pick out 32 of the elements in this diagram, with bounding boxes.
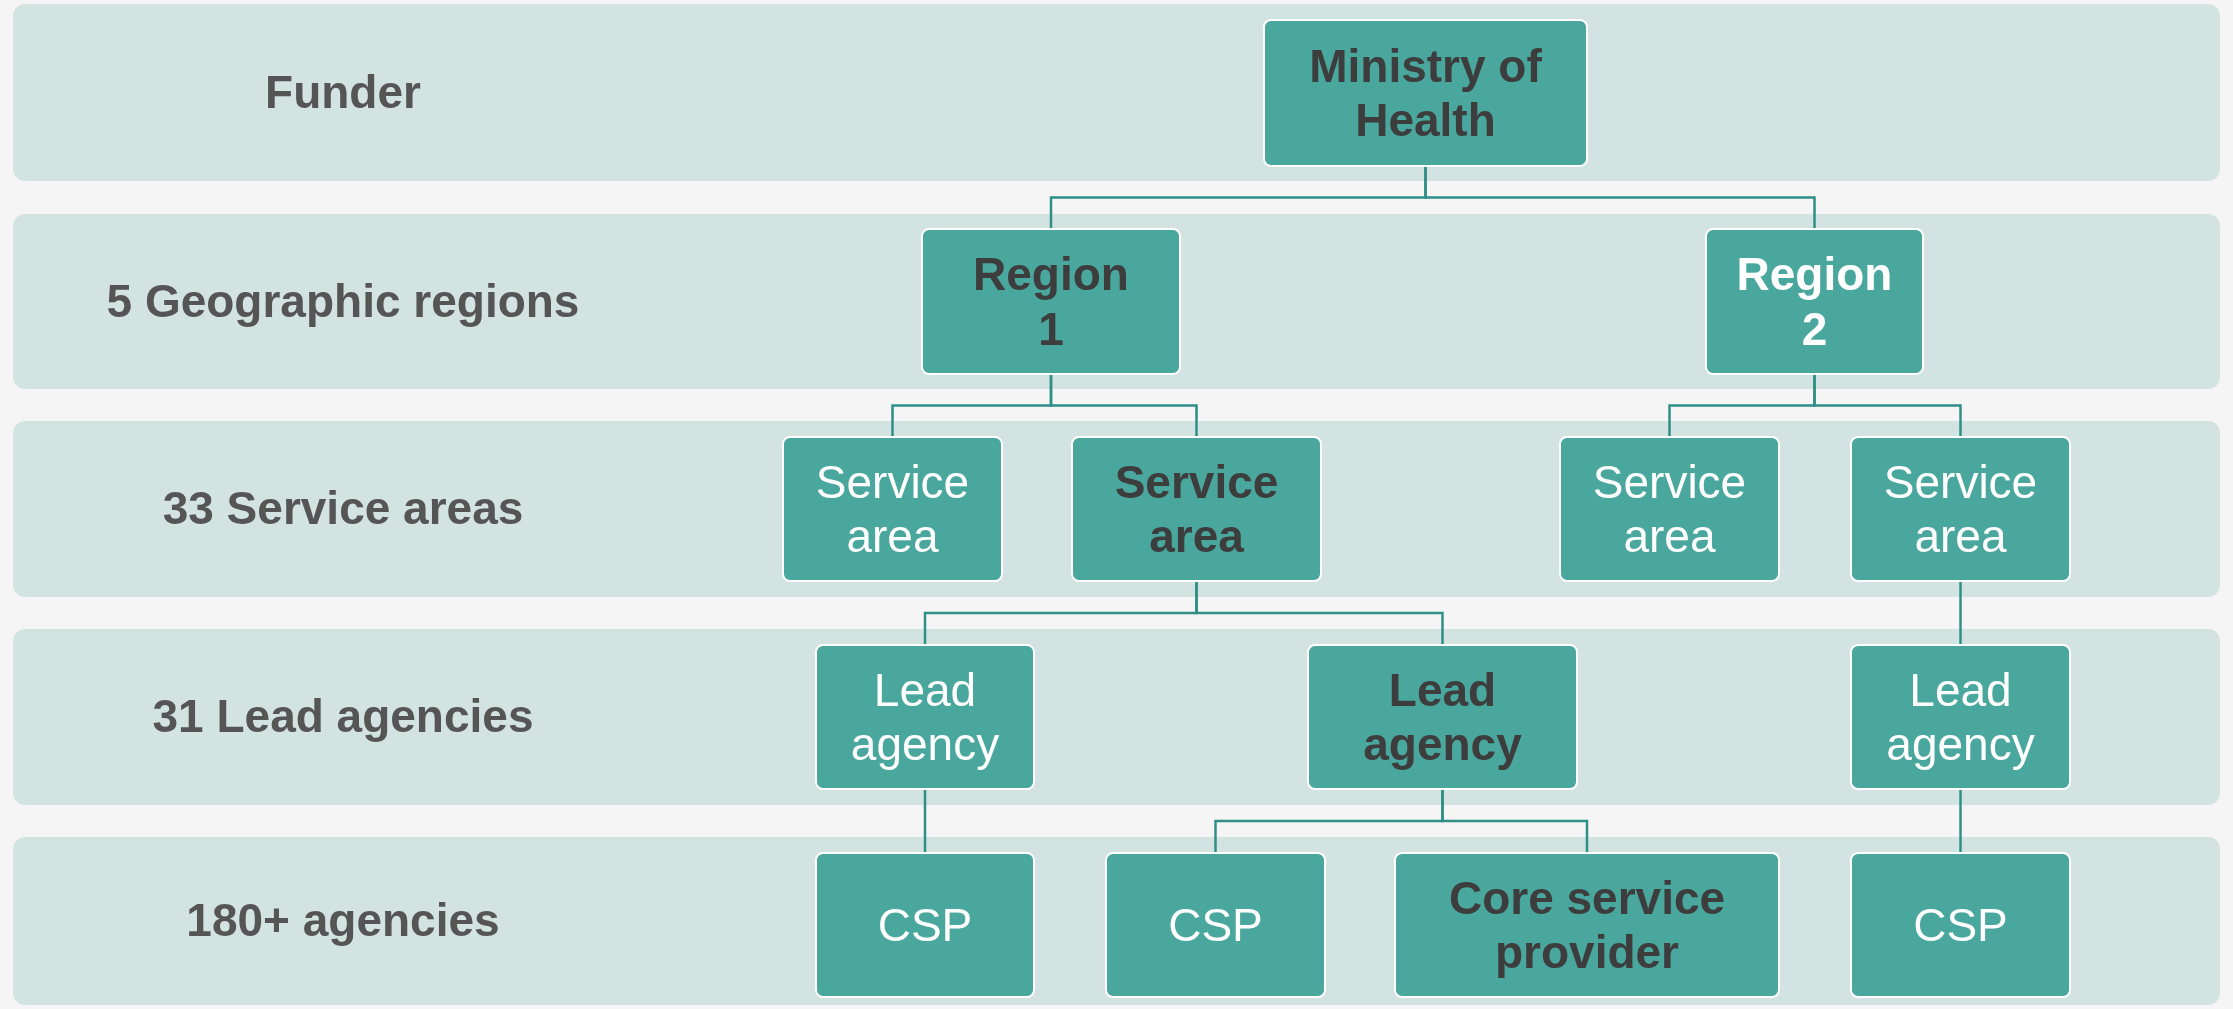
org-box: Region 2 [1705,228,1924,375]
connector-line [1049,375,1198,436]
connector-line [1441,790,1589,852]
tier-label: 5 Geographic regions [105,273,581,329]
org-box: Region 1 [921,228,1181,375]
org-box: Lead agency [815,644,1035,790]
org-box: Lead agency [1850,644,2071,790]
connector-line [1195,582,1444,644]
org-box: Service area [1559,436,1780,582]
tier-band [13,4,2220,181]
connector-line [1424,167,1816,228]
connector-line [923,790,927,852]
org-box: Ministry of Health [1263,19,1588,167]
tier-band [13,214,2220,389]
org-box: CSP [1850,852,2071,998]
tier-band [13,837,2220,1005]
org-box: Service area [1850,436,2071,582]
org-box: Lead agency [1307,644,1578,790]
org-box: CSP [815,852,1035,998]
connector-line [1959,582,1962,644]
tier-label: Funder [264,64,422,120]
tier-band [13,421,2220,597]
org-box: Core service provider [1394,852,1780,998]
org-box: CSP [1105,852,1326,998]
connector-line [1813,375,1962,436]
org-box: Service area [782,436,1003,582]
connector-line [1959,790,1962,852]
org-box: Service area [1071,436,1322,582]
tier-band [13,629,2220,805]
tier-label: 31 Lead agencies [151,689,535,745]
tier-label: 33 Service areas [161,481,525,537]
tier-label: 180+ agencies [185,893,501,949]
